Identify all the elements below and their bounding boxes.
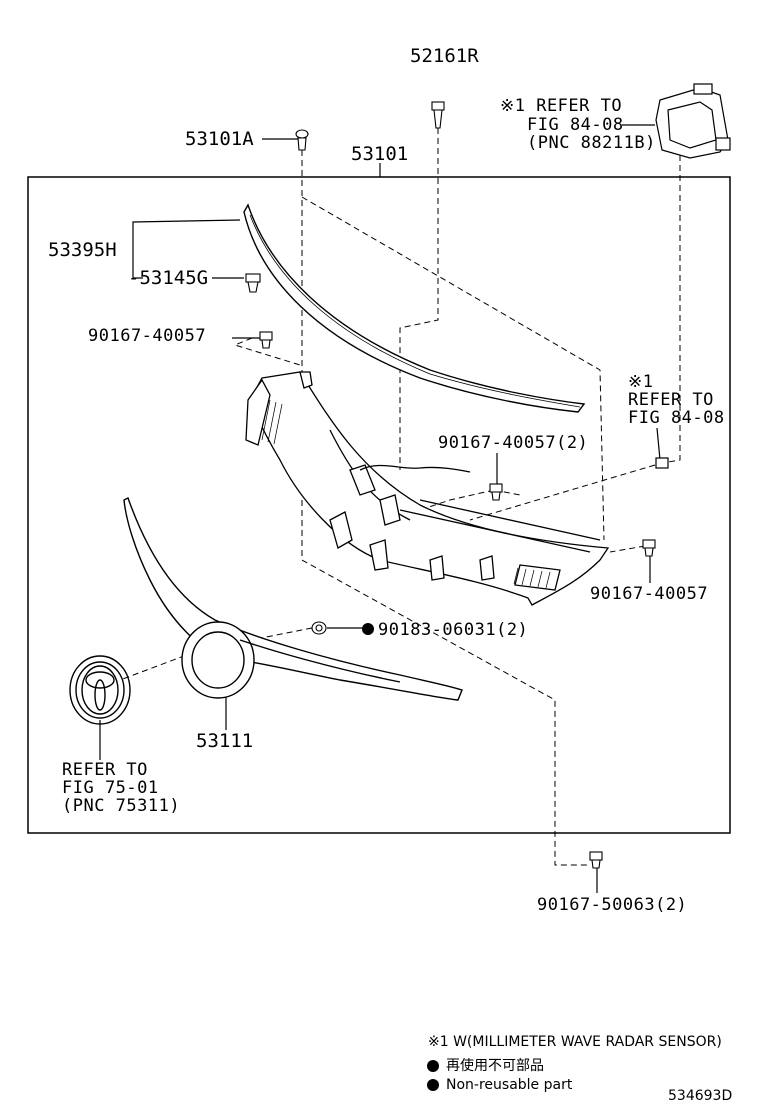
- radar-ref-line3: (PNC 88211B): [527, 133, 656, 153]
- screw-90167-40057-right-icon: [642, 539, 656, 557]
- legend-radar-note: ※1 W(MILLIMETER WAVE RADAR SENSOR): [428, 1034, 722, 1050]
- bolt-90167-50063-icon: [589, 851, 603, 869]
- screw-53101A-icon: [295, 129, 309, 151]
- legend-dot-icon-2: [427, 1079, 439, 1091]
- emblem-icon: [69, 655, 131, 725]
- label-53395H: 53395H: [48, 239, 117, 261]
- lower-trim-53111: [123, 497, 463, 701]
- non-reusable-dot-icon: [362, 623, 374, 635]
- label-90167-40057-right: 90167-40057: [590, 584, 709, 604]
- clip-52161R-icon: [431, 101, 445, 129]
- radar-ref-line2: FIG 84-08: [527, 115, 624, 135]
- bracket-ref-line1: ※1: [628, 372, 654, 392]
- emblem-ref-line1: REFER TO: [62, 760, 148, 780]
- diagram-id: 534693D: [668, 1088, 733, 1104]
- label-90167-40057-2: 90167-40057(2): [438, 433, 589, 453]
- bracket-icon: [655, 457, 669, 469]
- radar-sensor-icon: [655, 83, 731, 159]
- label-90167-40057-left: 90167-40057: [88, 326, 207, 346]
- grille-53101: [245, 371, 610, 606]
- emblem-ref-line3: (PNC 75311): [62, 796, 181, 816]
- legend-non-reusable-en: Non-reusable part: [446, 1077, 573, 1093]
- label-90167-50063: 90167-50063(2): [537, 895, 688, 915]
- label-52161R: 52161R: [410, 45, 479, 67]
- solid-leaders: [99, 124, 661, 893]
- label-53101: 53101: [351, 143, 409, 165]
- label-53111: 53111: [196, 730, 254, 752]
- assembly-frame: [27, 176, 731, 834]
- fasteners: [245, 101, 656, 869]
- screw-90167-40057-center-icon: [489, 483, 503, 501]
- legend-dot-icon-1: [427, 1060, 439, 1072]
- label-53145G: -53145G: [128, 267, 209, 289]
- bracket-ref-line2: REFER TO: [628, 390, 714, 410]
- legend-non-reusable-jp: 再使用不可部品: [446, 1058, 544, 1074]
- upper-molding-53395H: [243, 203, 586, 413]
- dashed-leaders: [119, 128, 681, 866]
- label-90183-06031: 90183-06031(2): [378, 620, 529, 640]
- label-53101A: 53101A: [185, 128, 254, 150]
- grille-hatch: [261, 399, 551, 589]
- clip-53145G-icon: [245, 273, 261, 293]
- emblem-ref-line2: FIG 75-01: [62, 778, 159, 798]
- nut-90183-icon: [311, 621, 327, 635]
- radar-ref-line1: ※1 REFER TO: [500, 96, 623, 116]
- bracket-ref-line3: FIG 84-08: [628, 408, 725, 428]
- screw-90167-40057-left-icon: [259, 331, 273, 349]
